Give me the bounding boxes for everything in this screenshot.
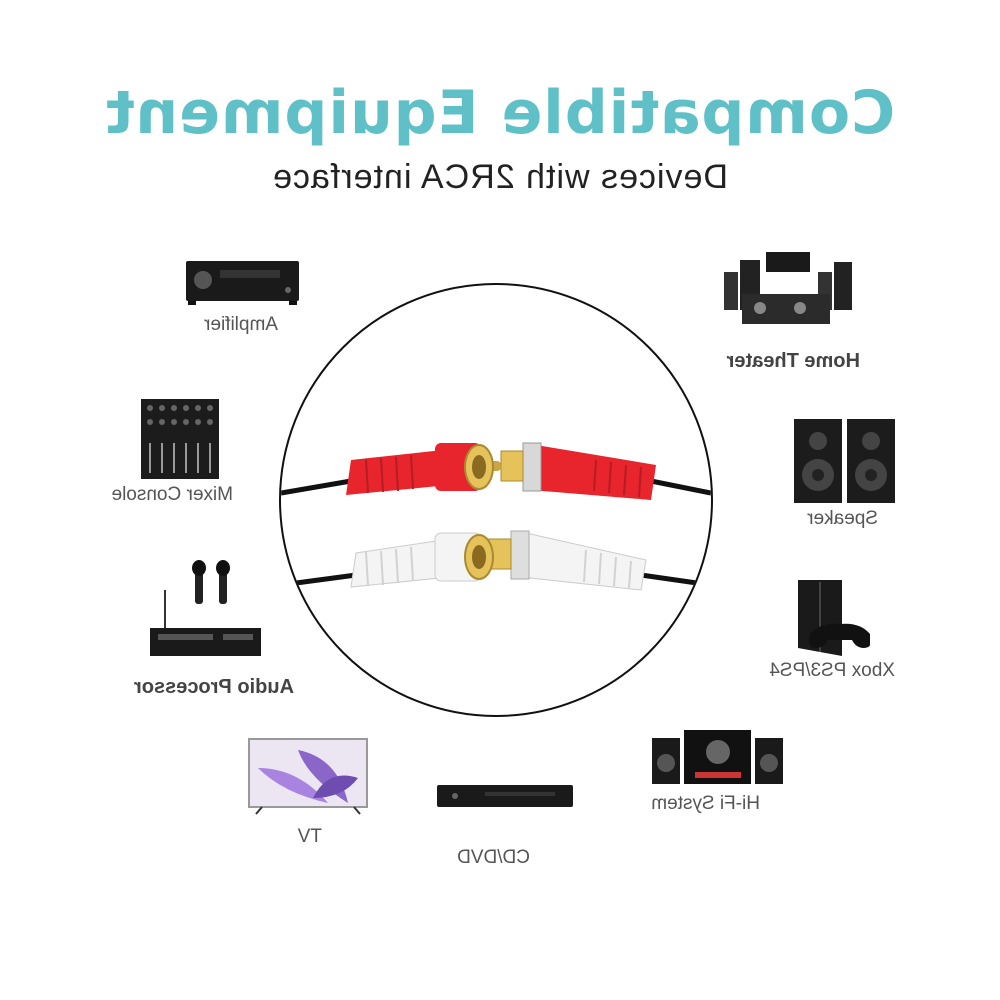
speaker-icon bbox=[792, 415, 897, 505]
cd-dvd-label: CD/DVD bbox=[457, 847, 530, 868]
audio-processor-icon bbox=[148, 560, 263, 660]
cable-white-right bbox=[640, 572, 712, 588]
red-male-plug bbox=[475, 442, 656, 500]
page-subtitle: Devices with 2RCA interface bbox=[272, 158, 728, 196]
home-theater-label: Home Theater bbox=[726, 350, 860, 372]
tv-label: TV bbox=[297, 826, 322, 847]
amplifier-label: Amplifier bbox=[204, 314, 278, 335]
cable-white-left bbox=[280, 572, 357, 588]
cd-dvd-player-icon bbox=[435, 783, 575, 809]
white-female-jack bbox=[350, 532, 494, 588]
cable-red-left bbox=[280, 478, 352, 496]
amplifier-icon bbox=[185, 260, 300, 305]
speaker-label: Speaker bbox=[807, 508, 878, 529]
hifi-system-icon bbox=[650, 728, 785, 786]
home-theater-icon bbox=[720, 250, 860, 328]
rca-cable-circle bbox=[279, 283, 713, 717]
rca-cable-illustration bbox=[280, 442, 712, 591]
red-female-jack bbox=[346, 443, 494, 495]
mixer-console-label: Mixer Console bbox=[111, 484, 233, 505]
hifi-system-label: Hi-Fi System bbox=[651, 793, 760, 814]
game-console-icon bbox=[780, 578, 872, 658]
tv-icon bbox=[248, 738, 368, 816]
cable-red-right bbox=[650, 478, 712, 496]
mixer-console-icon bbox=[140, 398, 220, 480]
audio-processor-label: Audio Processor bbox=[133, 676, 294, 698]
xbox-ps-label: Xbox PS3/PS4 bbox=[769, 660, 895, 681]
page-title: Compatible Equipment bbox=[104, 78, 896, 148]
white-male-plug bbox=[463, 530, 647, 591]
